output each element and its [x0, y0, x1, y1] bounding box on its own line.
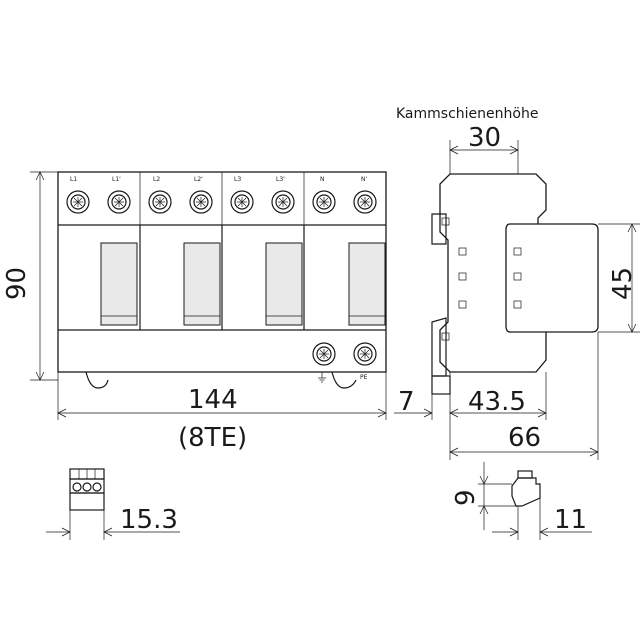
top-terminal-screws [66, 190, 377, 214]
connector-detail: 15.3 [46, 468, 180, 540]
dimension-side-total: 66 [508, 423, 541, 453]
terminal-label-l2p: L2' [194, 176, 203, 183]
screw-terminal [353, 190, 377, 214]
comb-height-label: Kammschienenhöhe [396, 106, 538, 122]
screw-terminal [66, 190, 90, 214]
module-window [265, 242, 303, 326]
module-window [348, 242, 386, 326]
terminal-label-l1: L1 [70, 176, 77, 183]
screw-terminal [312, 342, 336, 366]
screw-terminal [107, 190, 131, 214]
dimension-height: 90 [2, 267, 32, 300]
rail-clip [85, 371, 109, 389]
terminal-label-n: N [320, 176, 325, 183]
dimension-side-height: 45 [608, 267, 638, 300]
terminal-label-l3p: L3' [276, 176, 285, 183]
screw-terminal [230, 190, 254, 214]
terminal-label-l3: L3 [234, 176, 241, 183]
dimension-side-offset: 7 [398, 387, 415, 417]
dimension-clip-width: 11 [554, 505, 587, 535]
terminal-label-pe: PE [360, 374, 368, 381]
screw-terminal [189, 190, 213, 214]
front-view: L1 L1' L2 L2' L3 L3' N N' [57, 171, 387, 389]
front-dimensions: 90 144 (8TE) [2, 171, 387, 453]
terminal-label-np: N' [361, 176, 367, 183]
dimension-side-depth: 43.5 [468, 387, 526, 417]
screw-terminal [271, 190, 295, 214]
dimension-clip-height: 9 [451, 489, 481, 506]
module-window [183, 242, 221, 326]
module-window [100, 242, 138, 326]
side-dimensions: Kammschienenhöhe 30 45 7 43.5 66 [394, 106, 640, 460]
clip-detail: 9 11 [451, 462, 592, 540]
rail-clip [331, 371, 357, 389]
terminal-label-l1p: L1' [112, 176, 121, 183]
dimension-comb-height: 30 [468, 123, 501, 153]
module-windows [100, 242, 386, 326]
screw-terminal [312, 190, 336, 214]
terminal-label-l2: L2 [153, 176, 160, 183]
ground-icon [318, 372, 326, 383]
module-side [505, 223, 599, 333]
dimension-modules: (8TE) [178, 423, 247, 453]
screw-terminal [353, 342, 377, 366]
dimension-width: 144 [188, 385, 238, 415]
screw-terminal [148, 190, 172, 214]
side-view [431, 173, 599, 395]
dimension-connector-width: 15.3 [120, 505, 178, 535]
